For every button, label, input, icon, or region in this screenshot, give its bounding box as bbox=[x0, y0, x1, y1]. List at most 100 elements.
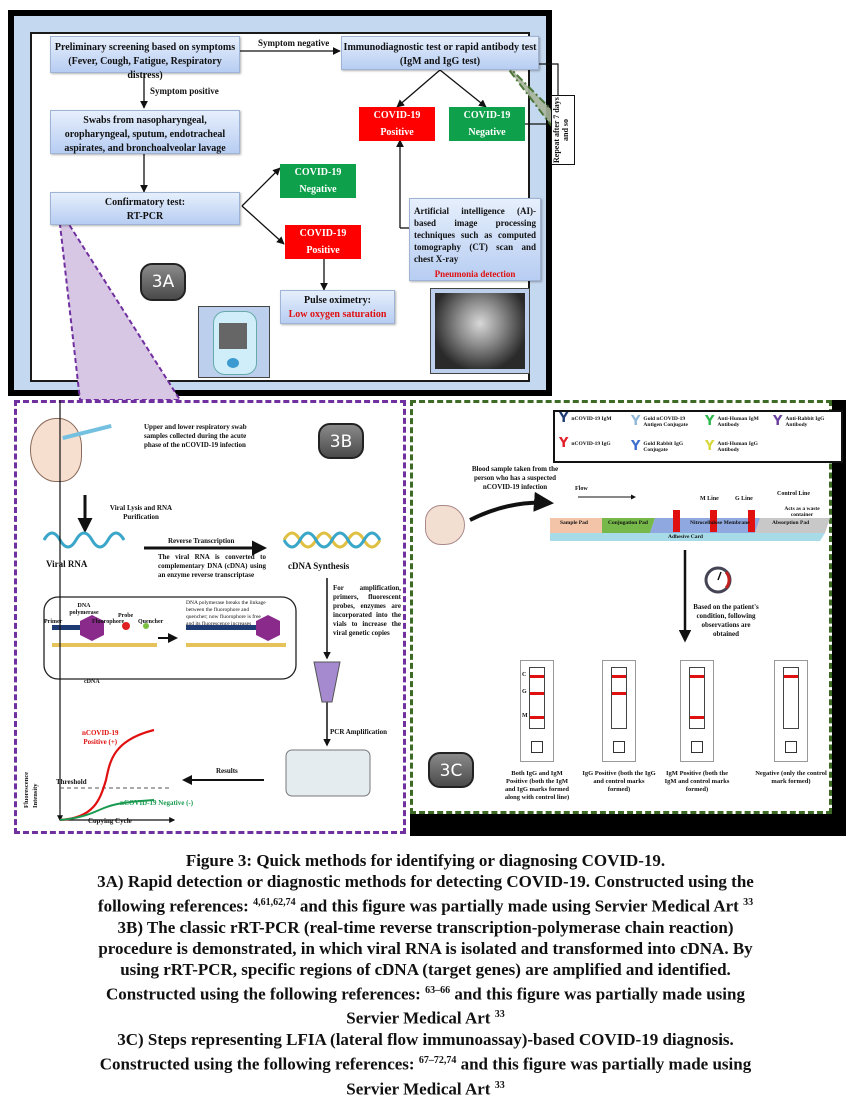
confirm-method: RT-PCR bbox=[126, 211, 164, 222]
primer-label: Primer bbox=[44, 619, 63, 625]
control-line-mark bbox=[748, 510, 755, 532]
caption-refs-3a: 4,61,62,74 bbox=[253, 897, 296, 908]
strip-letter: M bbox=[522, 713, 528, 720]
arrow-immuno-negative bbox=[439, 69, 487, 108]
caption-3c-line2: Constructed using the following referenc… bbox=[0, 1050, 851, 1075]
legend-label: Gold Rabbit IgG Conjugate bbox=[643, 441, 684, 453]
results-label: Results bbox=[216, 767, 238, 775]
strip-result-label: Negative (only the control mark formed) bbox=[755, 770, 827, 785]
caption-text: and this figure was partially made using bbox=[456, 1054, 752, 1074]
adhesive-card bbox=[550, 533, 825, 541]
finger-illustration bbox=[425, 505, 465, 545]
swab-description: Upper and lower respiratory swab samples… bbox=[144, 423, 247, 449]
immuno-box: Immunodiagnostic test or rapid antibody … bbox=[341, 36, 539, 70]
flow-label: Flow bbox=[575, 486, 588, 492]
caption-text: Servier Medical Art bbox=[346, 1008, 495, 1028]
positive-label-line1: nCOVID-19 bbox=[82, 729, 119, 737]
caption-refs-3c: 67–72,74 bbox=[418, 1054, 457, 1066]
test-strip bbox=[680, 660, 714, 762]
antibody-icon: Y bbox=[559, 411, 569, 426]
arrow-to-negative bbox=[241, 167, 281, 207]
rtpcr-positive-box: COVID-19 Positive bbox=[285, 225, 361, 259]
strip-result-label: IgG Positive (both the IgG and control m… bbox=[582, 770, 656, 793]
sample-well bbox=[613, 741, 625, 753]
covid-label: COVID-19 bbox=[294, 167, 342, 178]
zoom-wedge-3b bbox=[57, 206, 182, 400]
symptom-positive-label: Symptom positive bbox=[150, 86, 219, 96]
negative-label: Negative bbox=[299, 184, 337, 195]
caption-text: Constructed using the following referenc… bbox=[99, 1054, 419, 1074]
threshold-label: Threshold bbox=[56, 778, 87, 786]
absorption-pad-label: Absorption Pad bbox=[772, 520, 810, 526]
repeat-note: Repeat after 7 days and so bbox=[551, 95, 575, 165]
caption-text: and this figure was partially made using… bbox=[295, 896, 744, 916]
caption-3b-line4: Constructed using the following referenc… bbox=[0, 980, 851, 1005]
fluorophore-label: Fluorophore bbox=[92, 619, 125, 625]
caption-3b-line2: procedure is demonstrated, in which vira… bbox=[98, 938, 753, 958]
viral-rna-label: Viral RNA bbox=[46, 559, 88, 569]
caption-text: Servier Medical Art bbox=[346, 1079, 495, 1099]
covid-label: COVID-19 bbox=[373, 110, 421, 121]
panel-3c-graphics bbox=[469, 491, 830, 643]
caption-3b-line1: 3B) The classic rRT-PCR (real-time rever… bbox=[117, 917, 734, 937]
result-line-G bbox=[530, 691, 544, 695]
probe-label: Probe bbox=[118, 613, 134, 619]
legend-label: nCOVID-19 IgG bbox=[571, 441, 611, 447]
figure-caption: Figure 3: Quick methods for identifying … bbox=[0, 850, 851, 1099]
caption-3b-line3: using rRT-PCR, specific regions of cDNA … bbox=[120, 959, 731, 979]
panel-3c bbox=[410, 400, 846, 836]
patient-head-illustration bbox=[24, 412, 88, 482]
arrow-repeat bbox=[524, 60, 559, 125]
sample-pad-label: Sample Pad bbox=[560, 520, 588, 526]
sample-well bbox=[691, 741, 703, 753]
legend-label: Anti-Rabbit IgG Antibody bbox=[785, 416, 825, 428]
break-description: DNA polymerase breaks the linkage betwee… bbox=[186, 600, 266, 627]
caption-3c-line1: 3C) Steps representing LFIA (lateral flo… bbox=[117, 1029, 734, 1049]
strip-window bbox=[783, 667, 799, 729]
ai-result: Pneumonia detection bbox=[434, 269, 516, 279]
result-line-M bbox=[530, 716, 544, 720]
immuno-positive-box: COVID-19 Positive bbox=[359, 107, 435, 141]
result-line-G bbox=[612, 691, 626, 695]
legend-label: Anti-Human IgG Antibody bbox=[717, 441, 758, 453]
result-line-C bbox=[612, 674, 626, 678]
arrow-to-positive bbox=[241, 205, 285, 245]
negative-label: Negative bbox=[468, 127, 506, 138]
covid-label: COVID-19 bbox=[299, 228, 347, 239]
control-line-label: Control Line bbox=[777, 491, 811, 497]
strip-result-label: Both IgG and IgM Positive (both the IgM … bbox=[504, 770, 570, 801]
absorption-pad bbox=[755, 518, 830, 533]
caption-3b-line5: Servier Medical Art 33 bbox=[0, 1004, 851, 1029]
membrane-label: Nitrocellulose Membrane bbox=[690, 520, 750, 526]
screening-symptoms: (Fever, Cough, Fatigue, Respiratory dist… bbox=[68, 56, 222, 81]
result-line-C bbox=[530, 674, 544, 678]
waste-note: Acts as a waste container bbox=[784, 506, 820, 518]
legend-label: Anti-Human IgM Antibody bbox=[717, 416, 759, 428]
sample-pad bbox=[550, 518, 602, 533]
result-line-M bbox=[690, 716, 704, 720]
blood-sample-description: Blood sample taken from the person who h… bbox=[471, 465, 559, 491]
dna-polymerase-icon bbox=[80, 615, 104, 641]
quencher-icon bbox=[143, 623, 149, 629]
pcr-vial bbox=[313, 661, 341, 703]
chart-y-label: Fluorescence Intensity bbox=[23, 772, 39, 808]
antibody-icon: Y bbox=[631, 414, 641, 429]
pulse-oximetry-box: Pulse oximetry: Low oxygen saturation bbox=[280, 290, 395, 324]
sample-well bbox=[531, 741, 543, 753]
conjugation-pad bbox=[602, 518, 655, 533]
strip-letter: G bbox=[522, 688, 527, 695]
m-line-label: M Line bbox=[700, 496, 719, 502]
cdna-label: cDNA bbox=[84, 679, 100, 685]
positive-curve bbox=[59, 728, 155, 822]
m-line-mark bbox=[673, 510, 680, 532]
confirmatory-box: Confirmatory test: RT-PCR bbox=[50, 192, 240, 225]
caption-3a-line1: 3A) Rapid detection or diagnostic method… bbox=[97, 872, 754, 891]
symptom-negative-label: Symptom negative bbox=[258, 38, 330, 48]
badge-3b: 3B bbox=[318, 423, 364, 459]
